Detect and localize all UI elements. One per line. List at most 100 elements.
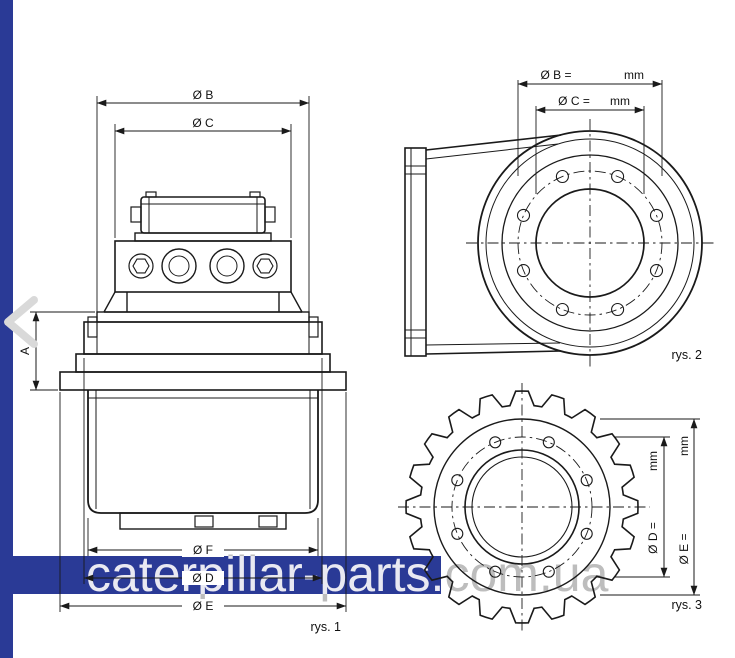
bolt-hole [542,565,555,578]
fig1-dim-e-extension-lines [59,392,347,612]
fig1-dim-a-extension-lines [30,311,95,391]
fig1-dim-b: Ø B [96,88,310,316]
bolt-hole [542,436,555,449]
port-right-outer [209,248,245,284]
fig1-dim-c-extension-lines [114,124,292,238]
flange-lip [75,353,331,373]
fig1-front-view: Ø B Ø C [18,88,347,634]
valve-block [114,240,292,293]
port-right-inner [216,255,238,277]
fig1-dim-c: Ø C [114,116,292,238]
fig3-dim-e: mm Ø E = [600,418,700,596]
fig1-dim-f-label: Ø F [193,543,213,557]
fig3-dim-e-extension-lines [600,418,700,596]
fig2-caption: rys. 2 [671,348,702,362]
sprocket-rim-circle [433,418,611,596]
fig1-dim-d-extension-lines [83,358,323,584]
top-cover [140,196,266,234]
bolt-hole [451,527,464,540]
flange-bolt-left [87,316,98,338]
cover-base-plate [134,232,272,242]
bolt-hole [580,474,593,487]
bolt-hole [555,169,569,184]
transition-shoulder [103,291,303,313]
flange-main-details [96,322,310,354]
fig2-dim-b-unit: mm [624,68,644,82]
fig2-dim-c: Ø C = mm [535,94,645,194]
bottom-step [119,512,287,530]
housing-bolt-holes [516,169,664,317]
hex-plug-right [252,253,278,279]
fig2-side-view: Ø B = mm Ø C = mm rys. 2 [404,68,714,367]
cover-lug-right [264,206,276,223]
bolt-hole [555,302,569,317]
fig1-dim-b-extension-lines [96,96,310,316]
port-left-outer [161,248,197,284]
fig1-caption: rys. 1 [310,620,341,634]
fig2-housing [404,119,714,367]
sprocket-bolt-holes [451,436,593,578]
housing-tangent-inner [425,143,561,346]
fig1-dim-d: Ø D [83,358,323,585]
fig1-dim-e-label: Ø E [193,599,214,613]
bolt-hole [611,169,625,184]
fig3-dim-d-label: Ø D = [646,522,660,554]
fig3-dim-d-unit: mm [646,451,660,471]
fig1-dim-e: Ø E [59,392,347,613]
fig2-dim-b-label: Ø B = [540,68,571,82]
bolt-hole [649,264,664,278]
fig1-dim-e-label-bg [182,599,224,613]
bolt-hole [451,474,464,487]
hex-plug-left [128,253,154,279]
fig1-dim-c-label: Ø C [192,116,214,130]
flange-plate [96,311,310,323]
fig2-dim-c-extension-lines [535,106,645,194]
bolt-hole [516,264,531,278]
fig3-dim-e-label: Ø E = [677,533,691,564]
cover-lug-left [130,206,142,223]
fig1-dim-a-label: A [18,347,32,355]
fig3-sprocket-view: mm Ø D = mm Ø E = rys. 3 [398,383,702,633]
fig2-dim-c-label: Ø C = [558,94,590,108]
bolt-hole [516,208,531,222]
fig3-dim-e-unit: mm [677,436,691,456]
housing-wall-circle [485,138,695,348]
fig2-dim-b-extension-lines [517,80,663,176]
bolt-hole [649,208,664,222]
fig1-dim-d-label-bg [182,571,224,585]
fig1-motor-body [59,191,347,530]
housing-center-lines [466,119,714,367]
drum-housing [87,390,319,514]
fig1-dim-f-label-bg [182,543,224,557]
housing-outer-circle [477,130,703,356]
bolt-hole [580,527,593,540]
fig1-dim-b-label: Ø B [193,88,214,102]
fig2-dim-b: Ø B = mm [517,68,663,176]
hex-plug-right-hex [256,258,274,274]
left-accent-strip [0,0,13,658]
fig1-dim-d-label: Ø D [192,571,214,585]
housing-face-circle [501,154,679,332]
flange-bolt-right [308,316,319,338]
hex-plug-left-hex [132,258,150,274]
base-ring [59,371,347,391]
housing-tangent-outer [425,134,562,355]
bolt-hole [489,436,502,449]
bolt-hole [611,302,625,317]
fig3-caption: rys. 3 [671,598,702,612]
top-cover-details [141,197,265,233]
mount-flange-plate [404,147,427,357]
drum-details [88,390,318,509]
sprocket-teeth [405,390,639,624]
port-left-inner [168,255,190,277]
sprocket-center-lines [398,383,650,633]
fig3-dim-d: mm Ø D = [615,436,670,578]
fig1-dim-f: Ø F [87,518,319,557]
bottom-port-left [194,515,214,528]
flange-main [83,321,323,355]
chevron-left-icon [4,296,38,348]
bolt-hole [489,565,502,578]
bottom-port-right [258,515,278,528]
fig1-dim-a: A [18,311,95,391]
